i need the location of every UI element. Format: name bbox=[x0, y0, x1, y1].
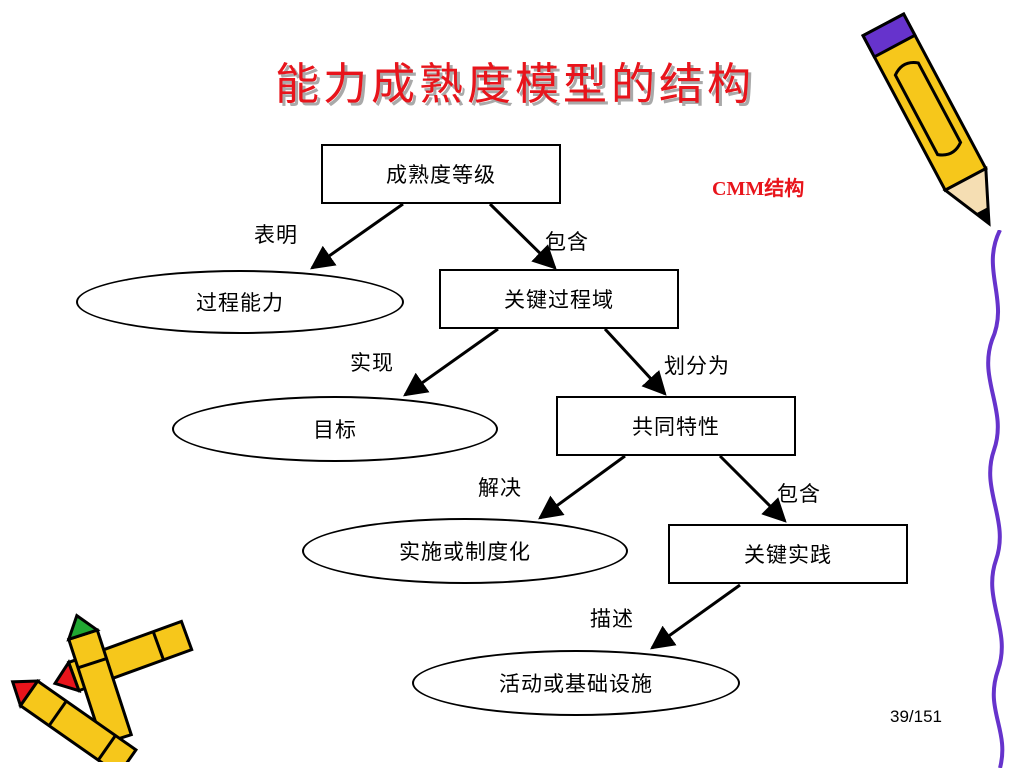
edge-contains-2 bbox=[718, 454, 787, 523]
node-activities: 活动或基础设施 bbox=[412, 650, 740, 716]
node-maturity-levels: 成熟度等级 bbox=[321, 144, 561, 204]
edge-contains-1 bbox=[488, 202, 557, 270]
cmm-structure-tag: CMM结构 bbox=[712, 178, 805, 200]
label-addresses: 解决 bbox=[478, 476, 522, 500]
pencil-icon bbox=[861, 12, 991, 227]
label-divided-into: 划分为 bbox=[664, 354, 730, 378]
node-process-capability: 过程能力 bbox=[76, 270, 404, 334]
label-achieves: 实现 bbox=[350, 351, 394, 375]
label-describes: 描述 bbox=[590, 607, 634, 631]
slide-title: 能力成熟度模型的结构 bbox=[275, 59, 755, 110]
wavy-border bbox=[986, 230, 1005, 768]
edge-describes bbox=[650, 583, 741, 650]
node-key-practices: 关键实践 bbox=[668, 524, 908, 584]
label-contains-2: 包含 bbox=[777, 482, 821, 506]
label-indicates: 表明 bbox=[254, 223, 298, 247]
node-key-process-areas: 关键过程域 bbox=[439, 269, 679, 329]
label-contains-1: 包含 bbox=[545, 230, 589, 254]
edge-addresses bbox=[538, 454, 626, 520]
edge-divided-into bbox=[603, 327, 667, 396]
edge-achieves bbox=[403, 327, 499, 397]
crayons-icon bbox=[10, 613, 194, 762]
node-implementation: 实施或制度化 bbox=[302, 518, 628, 584]
node-goals: 目标 bbox=[172, 396, 498, 462]
node-common-features: 共同特性 bbox=[556, 396, 796, 456]
edge-indicates bbox=[310, 202, 404, 270]
page-number: 39/151 bbox=[890, 707, 942, 726]
